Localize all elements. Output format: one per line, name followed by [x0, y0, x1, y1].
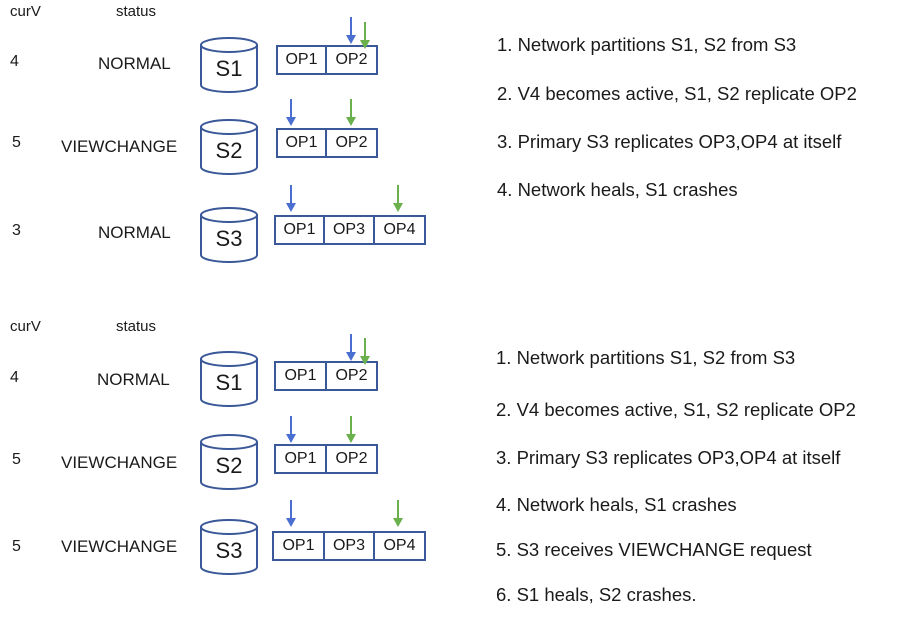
server-name: S1	[215, 56, 243, 81]
server-cylinder-icon: S2	[199, 118, 259, 176]
curv-value: 4	[10, 53, 19, 70]
curv-value: 5	[12, 451, 21, 468]
op-pointer-arrow	[360, 22, 370, 50]
op-pointer-arrow	[346, 99, 356, 127]
op-box: OP1	[276, 128, 327, 158]
server-status: NORMAL	[98, 54, 171, 73]
op-box: OP2	[325, 444, 378, 474]
step-text: 6. S1 heals, S2 crashes.	[496, 584, 697, 605]
op-pointer-arrow	[393, 500, 403, 528]
status-header: status	[116, 318, 157, 335]
op-box: OP3	[323, 531, 375, 561]
commit-pointer-arrow	[286, 185, 296, 213]
commit-pointer-arrow	[346, 17, 356, 45]
op-box: OP1	[274, 215, 325, 245]
step-text: 5. S3 receives VIEWCHANGE request	[496, 539, 812, 560]
step-text: 3. Primary S3 replicates OP3,OP4 at itse…	[496, 447, 841, 468]
server-status: NORMAL	[98, 223, 171, 242]
server-cylinder-icon: S1	[199, 350, 259, 408]
curv-value: 4	[10, 369, 19, 386]
server-status: NORMAL	[97, 370, 170, 389]
curv-header: curV	[10, 3, 41, 20]
op-box: OP4	[373, 531, 426, 561]
server-name: S1	[215, 370, 243, 395]
commit-pointer-arrow	[286, 416, 296, 444]
server-cylinder-icon: S2	[199, 433, 259, 491]
op-box: OP1	[274, 361, 327, 391]
curv-value: 5	[12, 538, 21, 555]
commit-pointer-arrow	[286, 99, 296, 127]
op-box: OP3	[323, 215, 375, 245]
op-box: OP1	[276, 45, 327, 75]
curv-value: 5	[12, 134, 21, 151]
op-box: OP2	[325, 361, 378, 391]
op-pointer-arrow	[360, 338, 370, 366]
curv-value: 3	[12, 222, 21, 239]
step-text: 2. V4 becomes active, S1, S2 replicate O…	[497, 83, 857, 104]
curv-header: curV	[10, 318, 41, 335]
status-header: status	[116, 3, 157, 20]
server-name: S3	[215, 226, 243, 251]
server-cylinder-icon: S3	[199, 206, 259, 264]
step-text: 4. Network heals, S1 crashes	[497, 179, 738, 200]
server-cylinder-icon: S3	[199, 518, 259, 576]
op-pointer-arrow	[393, 185, 403, 213]
server-status: VIEWCHANGE	[61, 137, 178, 156]
op-box: OP2	[325, 128, 378, 158]
op-box: OP2	[325, 45, 378, 75]
step-text: 3. Primary S3 replicates OP3,OP4 at itse…	[497, 131, 842, 152]
commit-pointer-arrow	[346, 334, 356, 362]
server-name: S3	[215, 538, 243, 563]
op-box: OP1	[274, 444, 327, 474]
server-name: S2	[215, 138, 243, 163]
op-box: OP1	[272, 531, 325, 561]
op-box: OP4	[373, 215, 426, 245]
server-status: VIEWCHANGE	[61, 537, 178, 556]
server-cylinder-icon: S1	[199, 36, 259, 94]
server-status: VIEWCHANGE	[61, 453, 178, 472]
server-name: S2	[215, 453, 243, 478]
step-text: 1. Network partitions S1, S2 from S3	[497, 34, 797, 55]
commit-pointer-arrow	[286, 500, 296, 528]
op-pointer-arrow	[346, 416, 356, 444]
step-text: 1. Network partitions S1, S2 from S3	[496, 347, 796, 368]
step-text: 2. V4 becomes active, S1, S2 replicate O…	[496, 399, 856, 420]
step-text: 4. Network heals, S1 crashes	[496, 494, 737, 515]
